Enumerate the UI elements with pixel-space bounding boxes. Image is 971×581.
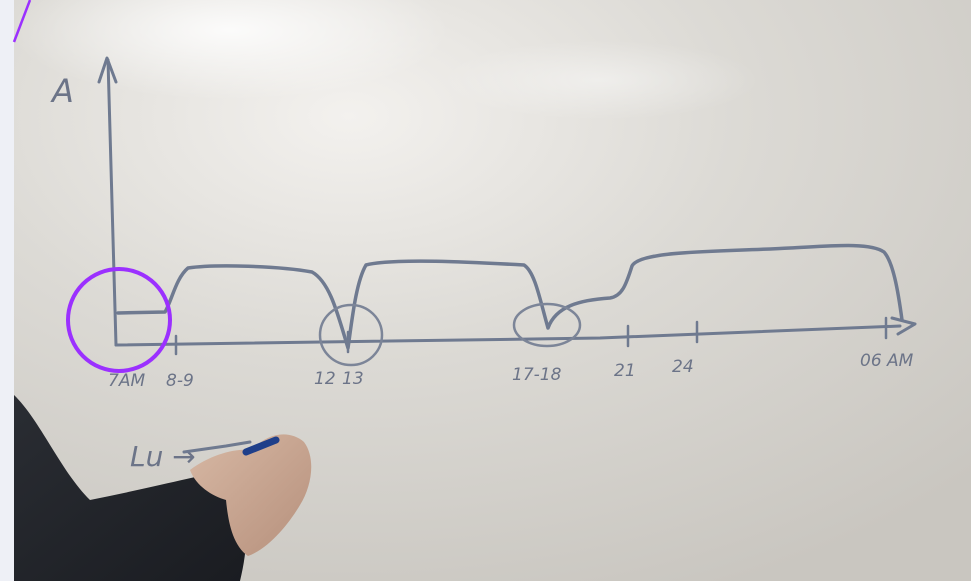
highlight-circle bbox=[66, 267, 172, 373]
tick-label-12: 12 bbox=[314, 369, 336, 389]
y-axis-label: A bbox=[50, 72, 74, 110]
handwritten-note: Lu → bbox=[130, 440, 196, 473]
y-axis bbox=[97, 56, 118, 347]
light-glare-2 bbox=[440, 40, 760, 120]
presenter-arm bbox=[14, 395, 312, 581]
hand bbox=[190, 434, 312, 556]
tick-label-24: 24 bbox=[672, 357, 694, 377]
tick-label-17-18: 17-18 bbox=[512, 365, 562, 385]
tick-label-06am: 06 AM bbox=[860, 351, 914, 371]
highlight-corner-line bbox=[12, 0, 32, 43]
tick-label-8-9: 8-9 bbox=[166, 371, 194, 391]
jacket-sleeve bbox=[14, 395, 247, 581]
tick-labels: 7AM 8-9 12 13 17-18 21 24 06 AM bbox=[108, 351, 914, 391]
note-arrow-stroke bbox=[182, 440, 252, 454]
dip-circle-13 bbox=[318, 303, 384, 367]
x-axis bbox=[114, 316, 917, 347]
dip-circle-17-18 bbox=[512, 302, 582, 348]
tick-label-21: 21 bbox=[614, 361, 636, 381]
tick-label-7am: 7AM bbox=[108, 371, 145, 391]
light-glare bbox=[10, 0, 450, 100]
load-profile-curve bbox=[116, 243, 904, 350]
tick-label-13: 13 bbox=[342, 369, 364, 389]
marker-pen bbox=[242, 436, 280, 456]
